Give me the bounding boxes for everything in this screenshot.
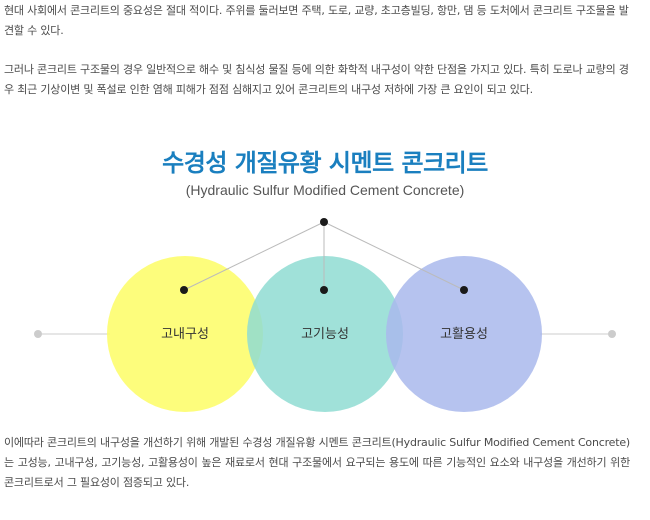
diagram-title: 수경성 개질유황 시멘트 콘크리트 [162, 149, 488, 177]
node-utility [460, 286, 468, 294]
circle-functionality [247, 256, 403, 412]
label-functionality: 고기능성 [301, 327, 349, 342]
intro-paragraph-1: 현대 사회에서 콘크리트의 중요성은 절대 적이다. 주위를 둘러보면 주택, … [4, 4, 629, 37]
node-durability [180, 286, 188, 294]
circle-utility [386, 256, 542, 412]
diagram-subtitle: (Hydraulic Sulfur Modified Cement Concre… [185, 182, 465, 198]
node-functionality [320, 286, 328, 294]
circle-durability [107, 256, 263, 412]
connector-right [323, 221, 465, 291]
label-durability: 고내구성 [161, 327, 209, 342]
connector-left [183, 221, 325, 291]
label-utility: 고활용성 [440, 327, 488, 342]
conclusion-paragraph: 이에따라 콘크리트의 내구성을 개선하기 위해 개발된 수경성 개질유황 시멘트… [4, 436, 630, 489]
intro-paragraph-2: 그러나 콘크리트 구조물의 경우 일반적으로 해수 및 침식성 물질 등에 의한… [4, 63, 629, 96]
venn-diagram: 고내구성 고기능성 고활용성 [34, 218, 616, 412]
baseline-left-dot [34, 330, 42, 338]
top-node [320, 218, 328, 226]
baseline-right-dot [608, 330, 616, 338]
